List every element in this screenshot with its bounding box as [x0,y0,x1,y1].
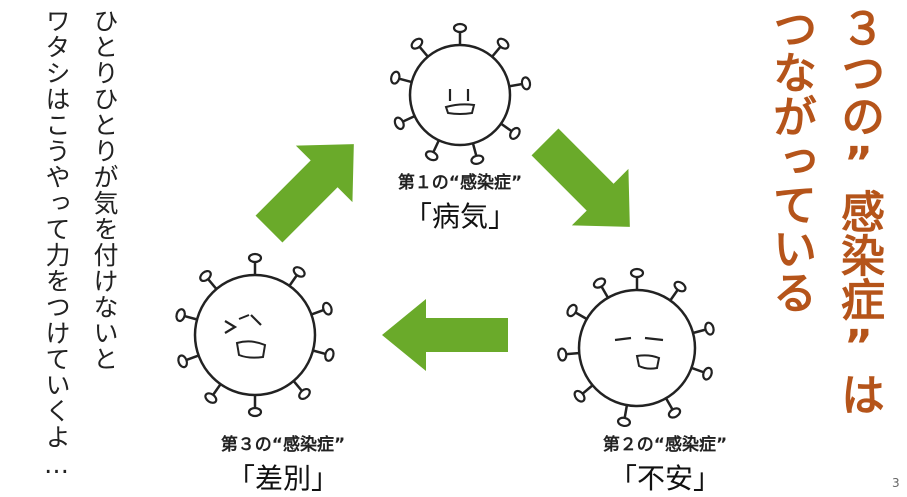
virus-icon [556,267,717,429]
left-text-line-1: ひとりひとりが気を付けないと [90,8,119,372]
stage-2-label: 第２の“感染症” 「不安」 [560,430,770,497]
stage-2-name: 「不安」 [608,462,721,495]
arrow-icon [382,299,508,371]
stage-3-name: 「差別」 [226,462,339,495]
arrow-icon [531,128,630,227]
title-line-2: つながっている [765,6,816,314]
page-number: 3 [892,476,900,490]
stage-3-label: 第３の“感染症” 「差別」 [178,430,388,497]
stage-1-sub: 第１の“感染症” [397,173,523,193]
left-text-line-2: ワタシはこうやって力をつけていくよ… [42,8,71,480]
stage-1-name: 「病気」 [403,200,516,233]
stage-3-sub: 第３の“感染症” [220,435,346,455]
stage-2-sub: 第２の“感染症” [602,435,728,455]
title-line-1: ３つの”感染症”は [833,6,884,416]
arrow-icon [255,144,354,243]
virus-icon [388,22,533,167]
stage-1-label: 第１の“感染症” 「病気」 [355,168,565,235]
virus-icon [173,252,337,418]
